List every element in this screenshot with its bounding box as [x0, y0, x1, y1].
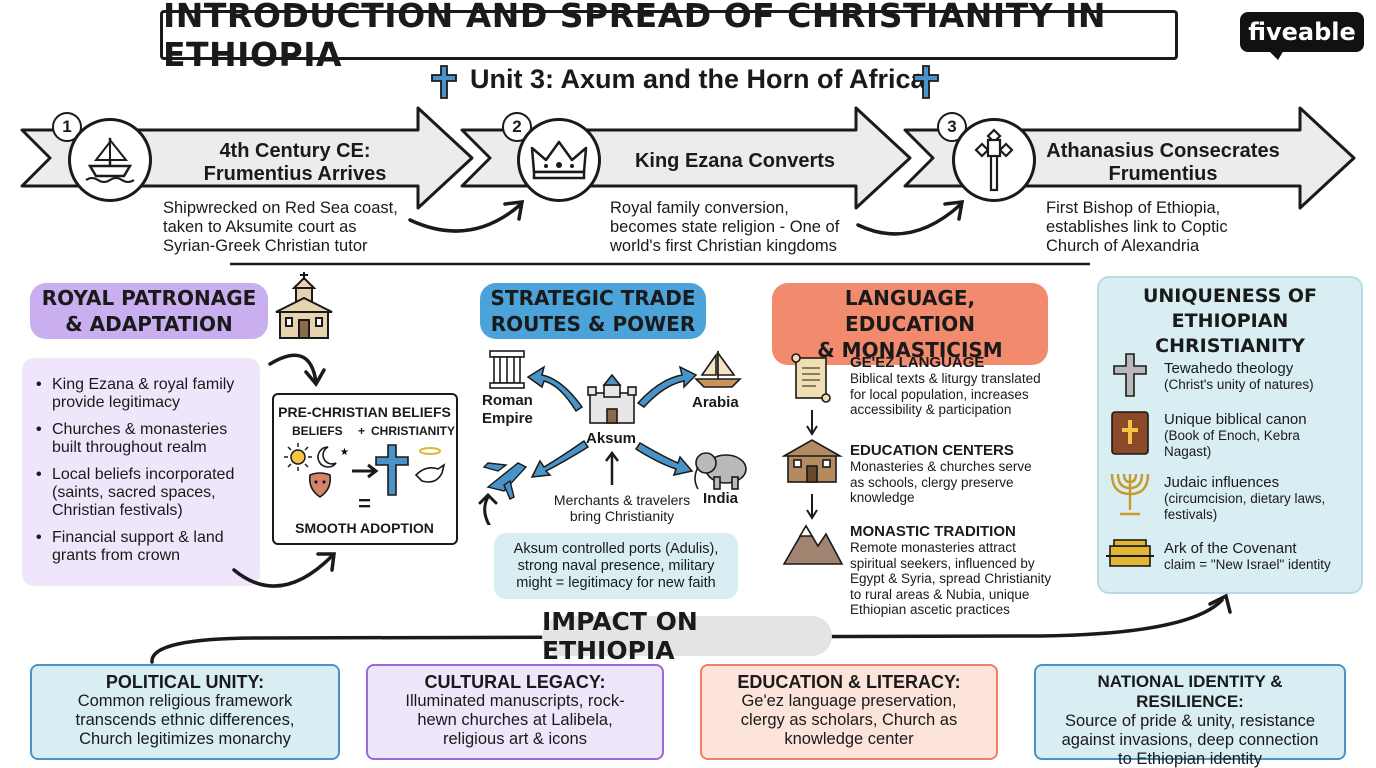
list-item: Churches & monasteries built throughout … [30, 421, 254, 457]
impact-curve [150, 593, 1232, 664]
uniqueness-icons [1106, 353, 1154, 567]
ship-icon [68, 118, 152, 202]
list-item: Local beliefs incorporated (saints, sacr… [30, 466, 254, 520]
trade-note: Aksum controlled ports (Adulis), strong … [494, 533, 738, 599]
step-title-3: Athanasius Consecrates Frumentius [1046, 140, 1280, 185]
step-desc-1: Shipwrecked on Red Sea coast, taken to A… [163, 199, 398, 255]
dove-icon [414, 447, 446, 483]
lang-item-geez: GE'EZ LANGUAGE Biblical texts & liturgy … [850, 354, 1041, 417]
royal-bullets-panel: King Ezana & royal family provide legiti… [22, 358, 260, 586]
unique-item-tewahedo: Tewahedo theology (Christ's unity of nat… [1164, 360, 1314, 392]
logo-tail [1268, 50, 1284, 60]
unique-item-canon: Unique biblical canon (Book of Enoch, Ke… [1164, 411, 1307, 459]
page-title: INTRODUCTION AND SPREAD OF CHRISTIANITY … [160, 0, 1178, 74]
step-title-1: 4th Century CE: Frumentius Arrives [203, 140, 387, 185]
page-title-text: INTRODUCTION AND SPREAD OF CHRISTIANITY … [163, 0, 1106, 74]
mountain-icon [782, 524, 844, 565]
cross-icon [912, 64, 940, 100]
unique-item-judaic: Judaic influences (circumcision, dietary… [1164, 474, 1326, 522]
language-heading: LANGUAGE, EDUCATION & MONASTICISM [772, 283, 1048, 365]
step-number-1: 1 [52, 112, 82, 142]
bible-icon [1111, 411, 1149, 455]
cross-icon [430, 64, 458, 100]
royal-heading: ROYAL PATRONAGE & ADAPTATION [30, 283, 268, 339]
label-rome: Roman Empire [482, 392, 533, 427]
sun-icon [284, 443, 312, 471]
mask-icon [308, 472, 332, 498]
step-desc-2: Royal family conversion, becomes state r… [610, 199, 840, 255]
label-merchants: Merchants & travelers bring Christianity [553, 492, 691, 524]
ethiopian-cross-icon [952, 118, 1036, 202]
crown-icon [517, 118, 601, 202]
ark-icon [1106, 539, 1154, 567]
trade-arrow-india [634, 441, 694, 477]
castle-icon [587, 373, 637, 424]
elephant-icon [694, 452, 747, 490]
cross-icon [1113, 353, 1147, 397]
trade-map [478, 350, 747, 525]
step-desc-3: First Bishop of Ethiopia, establishes li… [1046, 199, 1228, 255]
language-icons [782, 353, 844, 565]
trade-arrow-rome [526, 365, 584, 413]
impact-heading: IMPACT ON ETHIOPIA [542, 607, 832, 665]
syncretism-icons: ★ [284, 443, 446, 498]
uniqueness-heading: UNIQUENESS OF ETHIOPIAN CHRISTIANITY [1142, 285, 1318, 357]
airplane-icon [482, 462, 528, 500]
connector-arrow-1 [408, 203, 522, 233]
syncretism-box: PRE-CHRISTIAN BELIEFS BELIEFS + CHRISTIA… [272, 393, 458, 545]
label-aksum: Aksum [586, 430, 637, 447]
moon-icon [317, 446, 337, 468]
svg-text:★: ★ [340, 447, 349, 458]
royal-bullets: King Ezana & royal family provide legiti… [30, 376, 254, 565]
list-item: Financial support & land grants from cro… [30, 529, 254, 565]
step-title-2: King Ezana Converts [634, 150, 836, 172]
unique-item-ark: Ark of the Covenant claim = "New Israel"… [1164, 540, 1331, 572]
roman-column-icon [489, 350, 525, 389]
church-icon [272, 272, 336, 347]
impact-box-education: EDUCATION & LITERACY: Ge'ez language pre… [700, 664, 998, 760]
scroll-icon [791, 353, 831, 403]
connector-arrow-2 [856, 203, 962, 236]
lang-item-monastic: MONASTIC TRADITION Remote monasteries at… [850, 523, 1052, 617]
cross-icon [375, 444, 409, 496]
label-india: India [703, 490, 739, 507]
impact-box-political: POLITICAL UNITY: Common religious framew… [30, 664, 340, 760]
school-icon [782, 439, 844, 483]
trade-heading: STRATEGIC TRADE ROUTES & POWER [480, 283, 706, 339]
lang-item-education: EDUCATION CENTERS Monasteries & churches… [850, 442, 1032, 505]
arrow-right-icon [352, 463, 379, 479]
royal-flow-arrows [232, 353, 336, 588]
impact-box-cultural: CULTURAL LEGACY: Illuminated manuscripts… [366, 664, 664, 760]
subtitle: Unit 3: Axum and the Horn of Africa [470, 64, 926, 94]
list-item: King Ezana & royal family provide legiti… [30, 376, 254, 412]
impact-box-identity: NATIONAL IDENTITY & RESILIENCE: Source o… [1034, 664, 1346, 768]
trade-arrow-arabia [636, 365, 698, 408]
ship-icon [694, 350, 742, 388]
label-arabia: Arabia [692, 394, 739, 411]
trade-arrow-plane [530, 439, 590, 478]
fiveable-logo[interactable]: fiveable [1240, 12, 1364, 52]
menorah-icon [1110, 473, 1150, 516]
